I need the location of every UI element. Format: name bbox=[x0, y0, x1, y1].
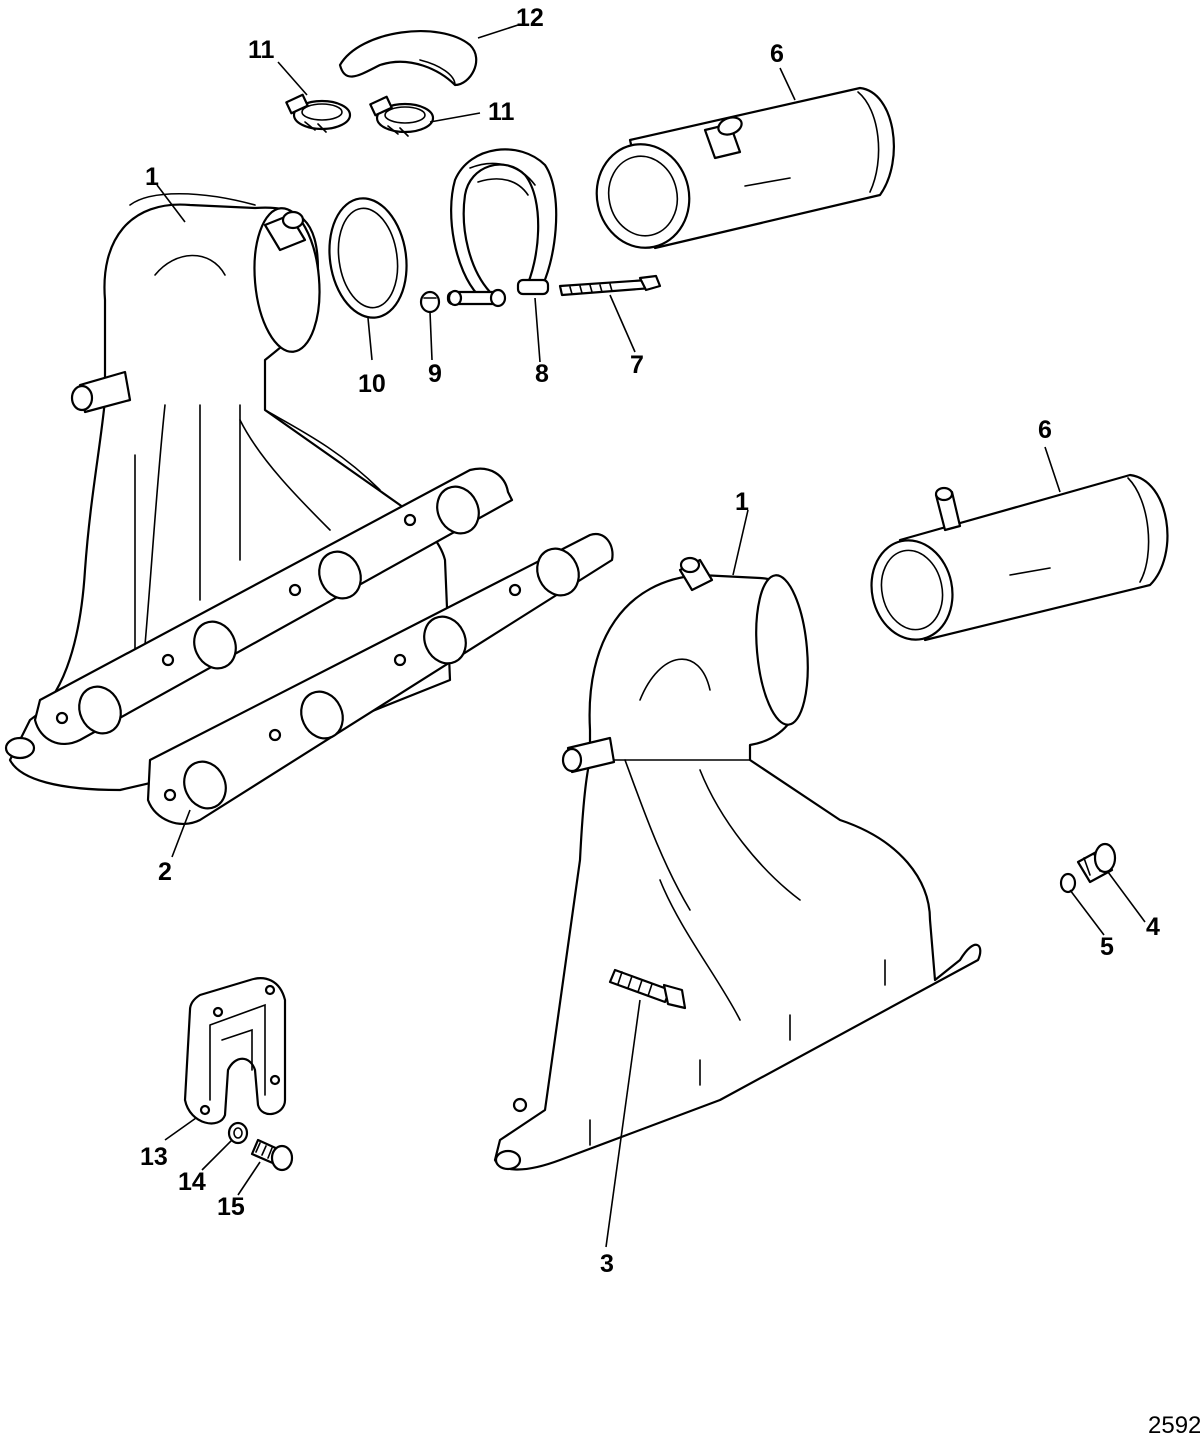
part-10-gasket-ring bbox=[328, 197, 408, 319]
part-1-exhaust-manifold-lower bbox=[493, 556, 982, 1171]
callout-6-upper: 6 bbox=[770, 40, 784, 68]
part-9-nut bbox=[419, 290, 441, 314]
callout-4: 4 bbox=[1146, 913, 1160, 941]
callout-1-lower: 1 bbox=[735, 488, 749, 516]
callout-15: 15 bbox=[217, 1193, 245, 1221]
part-15-screw bbox=[250, 1138, 294, 1172]
callout-11-right: 11 bbox=[488, 98, 515, 126]
part-1-exhaust-manifold-upper bbox=[4, 192, 452, 792]
callout-8: 8 bbox=[535, 360, 549, 388]
callout-14: 14 bbox=[178, 1168, 206, 1196]
leader-lines bbox=[156, 24, 1146, 1248]
callout-1-upper: 1 bbox=[145, 163, 159, 191]
figure-number: 2592 bbox=[1148, 1412, 1200, 1439]
part-11-hose-clamp-right bbox=[369, 95, 435, 137]
part-4-plug bbox=[1076, 842, 1117, 884]
part-11-hose-clamp-left bbox=[285, 93, 352, 133]
part-6-exhaust-tube-upper bbox=[595, 86, 895, 250]
part-5-o-ring bbox=[1059, 872, 1077, 894]
callout-2: 2 bbox=[158, 858, 172, 886]
callout-11-left: 11 bbox=[248, 36, 275, 64]
callout-6-lower: 6 bbox=[1038, 416, 1052, 444]
callout-9: 9 bbox=[428, 360, 442, 388]
part-13-plate bbox=[183, 977, 287, 1125]
part-12-hose bbox=[338, 30, 478, 87]
part-8-v-band-clamp bbox=[446, 148, 558, 308]
callout-5: 5 bbox=[1100, 933, 1114, 961]
callout-3: 3 bbox=[600, 1250, 614, 1278]
part-3-bolt bbox=[608, 968, 687, 1010]
callouts: 1 1 2 3 4 5 6 6 7 8 9 10 11 11 12 13 14 … bbox=[140, 4, 1160, 1278]
part-14-washer bbox=[227, 1121, 249, 1145]
callout-13: 13 bbox=[140, 1143, 168, 1171]
part-2-manifold-gaskets bbox=[33, 467, 614, 825]
part-6-exhaust-tube-lower bbox=[870, 473, 1169, 642]
callout-7: 7 bbox=[630, 351, 644, 379]
part-7-bolt bbox=[558, 274, 662, 297]
callout-10: 10 bbox=[358, 370, 386, 398]
callout-12: 12 bbox=[516, 4, 544, 32]
